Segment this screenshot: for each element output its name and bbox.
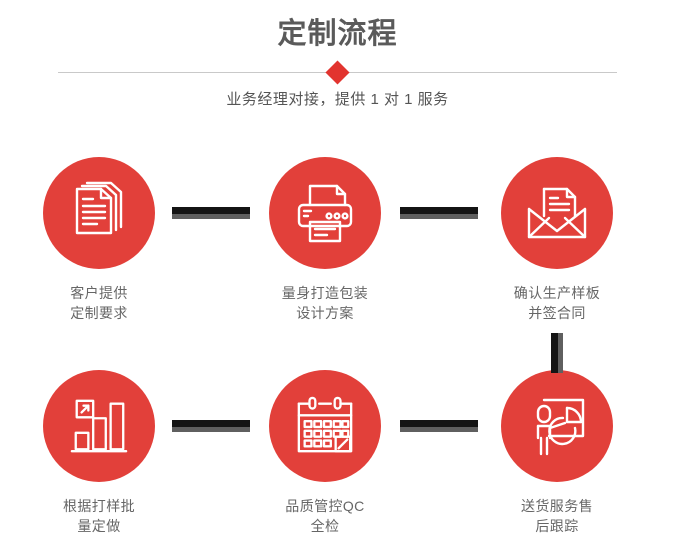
connector-bar [551,333,558,373]
connector-step1-step2 [172,207,250,219]
flow-step-1[interactable]: 客户提供 定制要求 [24,157,174,323]
flow-step-6-circle[interactable] [501,370,613,482]
connector-shadow [172,214,250,219]
page-header: 定制流程 业务经理对接，提供 1 对 1 服务 [0,0,675,130]
connector-step5-step6 [400,420,478,432]
flow-step-1-circle[interactable] [43,157,155,269]
flow-step-3-circle[interactable] [501,157,613,269]
connector-shadow [400,427,478,432]
connector-shadow [558,333,563,373]
connector-step2-step3 [400,207,478,219]
flow-step-3[interactable]: 确认生产样板 并签合同 [482,157,632,323]
connector-bar [172,420,250,427]
connector-bar [400,207,478,214]
connector-step3-step6 [551,333,563,373]
flow-step-4[interactable]: 根据打样批 量定做 [24,370,174,536]
flow-step-5[interactable]: 品质管控QC 全检 [250,370,400,536]
flow-step-2[interactable]: 量身打造包装 设计方案 [250,157,400,323]
connector-bar [172,207,250,214]
process-flow-diagram: 客户提供 定制要求 量身打造包装 设计方案 [0,150,675,550]
flow-step-5-label: 品质管控QC 全检 [285,498,365,534]
page-title: 定制流程 [277,18,398,50]
flow-step-4-circle[interactable] [43,370,155,482]
flow-step-4-label: 根据打样批 量定做 [63,498,135,534]
flow-step-3-label: 确认生产样板 并签合同 [513,285,601,321]
page-subtitle: 业务经理对接，提供 1 对 1 服务 [226,91,449,108]
connector-step4-step5 [172,420,250,432]
diamond-marker-icon [325,59,350,85]
connector-shadow [172,427,250,432]
flow-step-1-label: 客户提供 定制要求 [70,285,128,321]
title-divider [58,59,617,85]
flow-step-5-circle[interactable] [269,370,381,482]
connector-shadow [400,214,478,219]
flow-step-6-label: 送货服务售 后跟踪 [521,498,593,534]
flow-step-6[interactable]: 送货服务售 后跟踪 [482,370,632,536]
flow-step-2-label: 量身打造包装 设计方案 [281,285,369,321]
flow-step-2-circle[interactable] [269,157,381,269]
connector-bar [400,420,478,427]
